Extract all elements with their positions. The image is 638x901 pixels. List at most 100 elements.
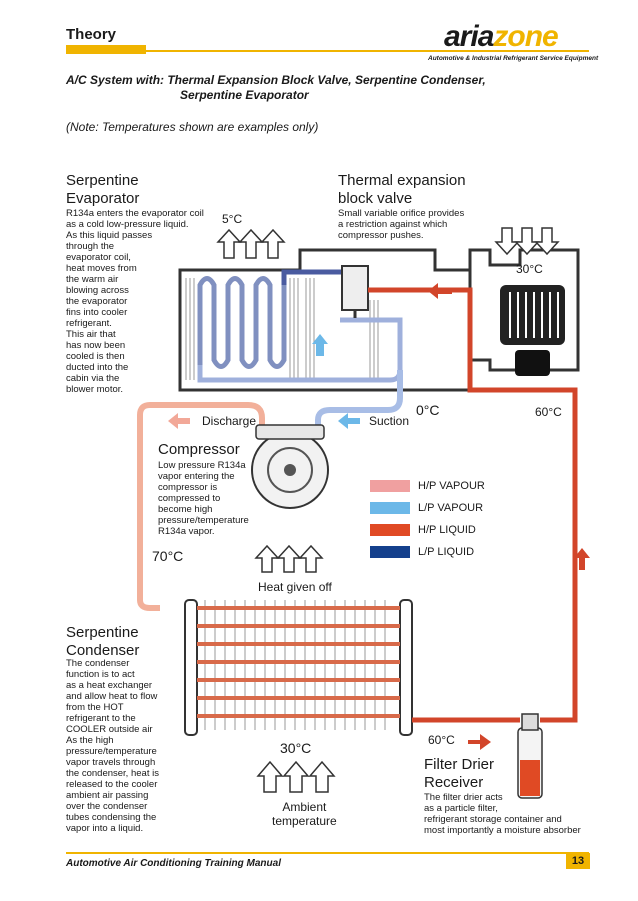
footer-manual-title: Automotive Air Conditioning Training Man…: [66, 858, 281, 869]
air-in-arrows: [494, 227, 560, 256]
description-line: R134a enters the evaporator coil: [66, 208, 204, 219]
liquid-flow-arrow: [428, 283, 452, 299]
description-line: a restriction against which: [338, 219, 448, 230]
evaporator-coil: [197, 276, 287, 369]
diagram-subtitle-line1: A/C System with: Thermal Expansion Block…: [66, 73, 486, 87]
description-line: Low pressure R134a: [158, 460, 246, 471]
evaporator-housing: [178, 248, 472, 392]
legend-label: L/P LIQUID: [418, 546, 475, 558]
flow-legend: H/P VAPOUR L/P VAPOUR H/P LIQUID L/P LIQUID: [370, 480, 485, 568]
condenser-tubes: [197, 606, 400, 718]
description-line: blower motor.: [66, 384, 124, 395]
legend-item: L/P VAPOUR: [370, 502, 485, 514]
description-line: fins into cooler: [66, 307, 128, 318]
page-number: 13: [566, 853, 590, 869]
condenser-right-tank: [399, 599, 413, 736]
legend-swatch: [370, 480, 410, 492]
description-line: and allow heat to flow: [66, 691, 158, 702]
description-line: the evaporator: [66, 296, 128, 307]
description-line: has now been: [66, 340, 126, 351]
condenser-left-tank: [184, 599, 198, 736]
description-line: released to the cooler: [66, 779, 158, 790]
description-line: through the: [66, 241, 115, 252]
legend-swatch: [370, 524, 410, 536]
description-line: refrigerant.: [66, 318, 112, 329]
description-line: refrigerant storage container and: [424, 814, 562, 825]
description-line: the condenser, heat is: [66, 768, 159, 779]
warm-air-out-arrows: [216, 228, 286, 259]
description-line: as a heat exchanger: [66, 680, 153, 691]
description-line: compressor pushes.: [338, 230, 424, 241]
evaporator-temp: 5°C: [222, 212, 243, 226]
description-line: As this liquid passes: [66, 230, 153, 241]
description-line: most importantly a moisture absorber: [424, 825, 581, 836]
description-line: Small variable orifice provides: [338, 208, 465, 219]
diagram-subtitle-line2: Serpentine Evaporator: [180, 88, 309, 102]
description-line: pressure/temperature: [66, 746, 157, 757]
ambient-temp: 30°C: [280, 740, 312, 756]
legend-item: H/P VAPOUR: [370, 480, 485, 492]
legend-item: L/P LIQUID: [370, 546, 485, 558]
description-line: blowing across: [66, 285, 129, 296]
description-line: ambient air passing: [66, 790, 149, 801]
discharge-temp: 70°C: [152, 548, 184, 564]
legend-swatch: [370, 546, 410, 558]
suction-line: [315, 370, 403, 428]
description-line: COOLER outside air: [66, 724, 153, 735]
description-line: The filter drier acts: [424, 792, 503, 803]
footer-rule: [66, 852, 589, 854]
evaporator-fins: [185, 278, 379, 380]
page-section-title: Theory: [66, 26, 117, 43]
legend-swatch: [370, 502, 410, 514]
suction-flow-arrow: [338, 413, 360, 429]
high-pressure-liquid-line: [368, 287, 578, 723]
description-line: R134a vapor.: [158, 526, 215, 537]
temperature-note: (Note: Temperatures shown are examples o…: [66, 120, 319, 134]
description-line: as a cold low-pressure liquid.: [66, 219, 189, 230]
description-line: become high: [158, 504, 213, 515]
header-rule: [66, 50, 589, 52]
fan-temp: 30°C: [516, 262, 543, 276]
fan-housing: [468, 248, 580, 372]
description-line: function is to act: [66, 669, 135, 680]
blower-motor: [515, 350, 550, 376]
compressor-title: Compressor: [158, 441, 240, 458]
heat-given-off-arrows: [254, 544, 324, 573]
receiver-temp: 60°C: [428, 733, 455, 747]
suction-label: Suction: [369, 414, 410, 428]
description-line: ducted into the: [66, 362, 129, 373]
description-line: vapor into a liquid.: [66, 823, 144, 834]
evap-flow-arrow: [312, 334, 328, 356]
suction-temp: 0°C: [416, 402, 440, 418]
legend-label: L/P VAPOUR: [418, 502, 484, 514]
description-line: cabin via the: [66, 373, 120, 384]
brand-tagline: Automotive & Industrial Refrigerant Serv…: [428, 55, 599, 62]
header-accent-block: [66, 45, 146, 54]
description-line: compressor is: [158, 482, 218, 493]
legend-item: H/P LIQUID: [370, 524, 485, 536]
description-line: tubes condensing the: [66, 812, 157, 823]
description-line: as a particle filter,: [424, 803, 498, 814]
condenser-fins: [204, 600, 386, 730]
description-line: cooled is then: [66, 351, 125, 362]
description-line: This air that: [66, 329, 116, 340]
description-line: evaporator coil,: [66, 252, 131, 263]
description-line: vapor entering the: [158, 471, 235, 482]
description-line: over the condenser: [66, 801, 148, 812]
description-line: pressure/temperature: [158, 515, 249, 526]
ambient-air-arrows: [256, 760, 336, 793]
description-line: The condenser: [66, 658, 130, 669]
description-line: the warm air: [66, 274, 119, 285]
riser-flow-arrow: [574, 548, 590, 570]
legend-label: H/P LIQUID: [418, 524, 476, 536]
